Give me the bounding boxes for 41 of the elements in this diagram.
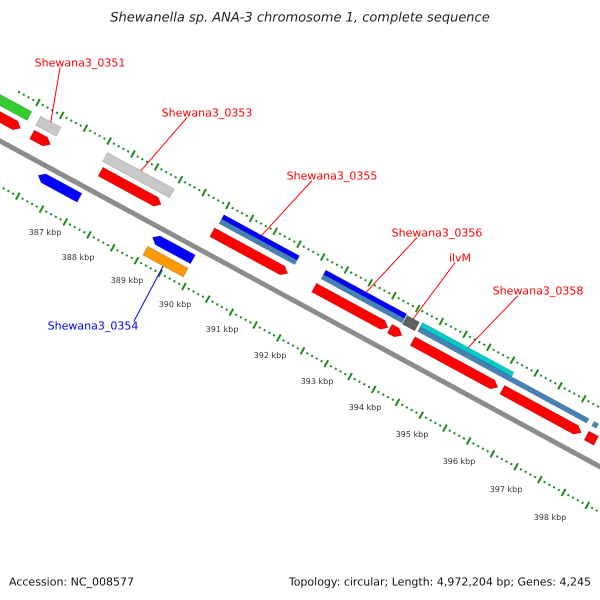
gene-feature: [584, 430, 599, 446]
gene-feature: [152, 236, 196, 264]
gene-feature: [35, 116, 62, 137]
scale-label: 391 kbp: [206, 326, 238, 334]
scale-label: 389 kbp: [110, 277, 144, 285]
gene-label: Shewana3_0351: [34, 58, 126, 68]
leader-line: [412, 262, 456, 320]
gene-label: Shewana3_0356: [392, 228, 482, 238]
gene-feature: [499, 384, 582, 435]
gene-feature: [311, 282, 388, 330]
leader-line: [50, 67, 61, 122]
sequence-info-note: Topology: circular; Length: 4,972,204 bp; Genes: 4,245: [288, 576, 591, 588]
gene-label: Shewana3_0355: [286, 170, 378, 182]
gene-label: Shewana3_0353: [162, 108, 252, 118]
scale-label: 396 kbp: [442, 458, 476, 466]
gene-label: ilvM: [448, 252, 472, 264]
gene-feature: [142, 246, 189, 278]
scale-label: 393 kbp: [300, 378, 334, 386]
gene-feature: [98, 166, 162, 206]
scale-label: 397 kbp: [490, 486, 522, 494]
gene-feature: [420, 322, 514, 378]
scale-label: 398 kbp: [534, 514, 566, 522]
gene-feature: [102, 152, 175, 198]
scale-label: 392 kbp: [254, 352, 286, 360]
gene-label: Shewana3_0354: [48, 320, 138, 332]
scale-label: 394 kbp: [348, 404, 382, 412]
gene-feature: [209, 227, 288, 276]
gene-feature: [417, 326, 590, 424]
gene-feature: [38, 174, 82, 203]
gene-feature: [410, 336, 498, 390]
scale-label: 395 kbp: [396, 431, 428, 439]
leader-line: [133, 265, 164, 322]
scale-label: 387 kbp: [28, 229, 62, 237]
scale-label: 388 kbp: [62, 254, 94, 262]
scale-label: 390 kbp: [158, 301, 192, 309]
leader-line: [140, 117, 188, 172]
gene-feature: [29, 130, 51, 146]
accession-note: Accession: NC_008577: [9, 576, 134, 588]
title: Shewanella sp. ANA-3 chromosome 1, complete sequence: [110, 12, 490, 24]
gene-label: Shewana3_0358: [492, 286, 584, 296]
gene-feature: [402, 314, 420, 332]
